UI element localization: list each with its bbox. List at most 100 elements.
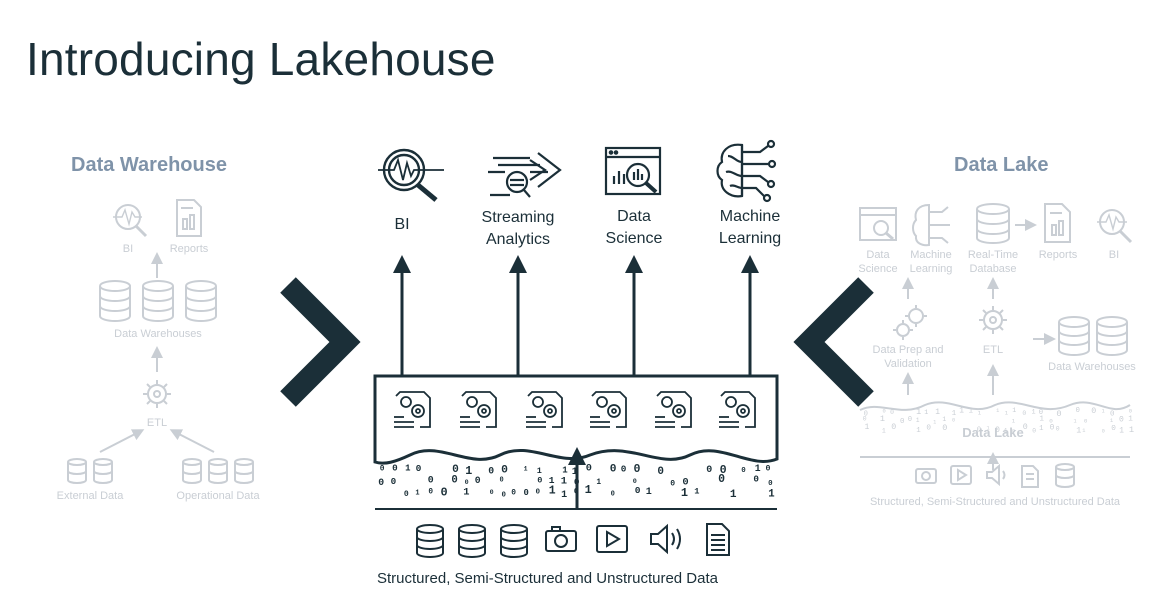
binary-digit: 1: [755, 463, 761, 474]
lakehouse-sources-label: Structured, Semi-Structured and Unstruct…: [377, 570, 718, 587]
database-icon: [142, 280, 174, 322]
binary-digit: 1: [865, 424, 870, 432]
binary-digit: 0: [1050, 424, 1055, 433]
video-icon: [950, 465, 972, 485]
binary-digit: 0: [1012, 428, 1015, 434]
use-ml-label: Machine Learning: [700, 206, 800, 250]
binary-digit: 0: [635, 485, 641, 496]
binary-digit: 0: [610, 464, 617, 476]
binary-digit: 1: [916, 417, 920, 424]
binary-digit: 1: [935, 408, 940, 417]
binary-digit: 1: [1119, 426, 1124, 435]
binary-digit: 0: [451, 475, 457, 487]
camera-icon: [915, 468, 937, 484]
binary-digit: 0: [766, 464, 771, 473]
data-science-icon: [859, 207, 897, 241]
binary-digit: 0: [392, 462, 398, 473]
binary-digit: 1: [1012, 418, 1016, 425]
binary-digit: 1: [585, 483, 592, 497]
binary-digit: 1: [942, 416, 946, 423]
database-icon: [208, 458, 228, 484]
lake-inner-label: Data Lake: [962, 425, 1024, 440]
database-icon: [416, 524, 444, 558]
binary-digit: 0: [1076, 407, 1080, 415]
database-icon: [182, 458, 202, 484]
binary-digit: 0: [441, 486, 448, 500]
database-icon: [1096, 316, 1128, 356]
binary-digit: 1: [996, 408, 999, 414]
lake-dw-label: Data Warehouses: [1048, 361, 1136, 373]
binary-digit: 1: [405, 464, 411, 474]
binary-digit: 1: [694, 487, 699, 497]
binary-digit: 1: [1032, 409, 1036, 417]
use-ml-line2: Learning: [718, 230, 782, 247]
binary-digit: 0: [1022, 410, 1026, 417]
binary-digit: 1: [880, 414, 885, 424]
binary-digit: 1: [1082, 428, 1085, 434]
gear-icon: [460, 391, 497, 428]
lake-ds-label-2: Science: [858, 263, 898, 275]
binary-digit: 1: [969, 407, 974, 415]
lakehouse-box: [373, 374, 779, 465]
use-bi-line1: BI: [394, 216, 410, 233]
database-icon: [976, 203, 1010, 244]
binary-digit: 0: [1129, 408, 1132, 415]
binary-digit: 0: [633, 478, 637, 486]
binary-digit: 1: [561, 476, 567, 488]
binary-digit: 0: [428, 489, 433, 497]
lake-prep-label-1: Data Prep and: [872, 344, 944, 356]
warehouse-heading: Data Warehouse: [71, 154, 227, 176]
binary-digit: 0: [511, 489, 516, 498]
binary-digit: 0: [753, 474, 759, 485]
binary-digit: 0: [891, 423, 896, 432]
use-arrows: [393, 255, 759, 376]
binary-digit: 0: [1039, 409, 1043, 417]
document-icon: [1021, 465, 1039, 488]
binary-digit: 0: [621, 464, 627, 475]
binary-digit: 0: [416, 463, 422, 474]
binary-digit: 0: [452, 464, 459, 476]
audio-icon: [650, 523, 681, 555]
database-icon: [93, 458, 113, 484]
binary-digit: 0: [1119, 415, 1124, 424]
audio-icon: [986, 463, 1006, 487]
binary-digit: 0: [524, 488, 529, 498]
binary-digit: 0: [864, 411, 868, 419]
binary-digit: 1: [882, 428, 886, 435]
binary-digit: 0: [942, 423, 947, 433]
gear-icon: [143, 380, 171, 408]
binary-digit: 0: [488, 466, 494, 477]
lake-rtdb-label-2: Database: [969, 263, 1017, 275]
binary-digit: 0: [952, 417, 955, 423]
binary-digit: 1: [549, 475, 555, 486]
warehouse-operational-label: Operational Data: [176, 490, 260, 502]
gear-icon: [979, 306, 1007, 334]
binary-digit: 0: [720, 463, 727, 477]
binary-digit: 1: [465, 464, 472, 478]
binary-digit: 0: [1056, 426, 1060, 433]
binary-digit: 1: [1129, 425, 1134, 435]
document-icon: [706, 523, 730, 556]
binary-digit: 0: [995, 426, 1000, 435]
binary-digit: 1: [916, 407, 921, 417]
database-icon: [1058, 316, 1090, 356]
gear-icon: [590, 391, 627, 428]
binary-digit: 0: [706, 465, 712, 476]
warehouse-graphics: [67, 199, 254, 484]
gear-icon: [655, 391, 692, 428]
bi-icon: [113, 204, 148, 238]
use-streaming-line1: Streaming: [481, 209, 555, 226]
binary-digit: 1: [730, 489, 737, 501]
reports-icon: [1044, 203, 1071, 243]
binary-digit: 0: [718, 473, 725, 486]
binary-digit: 0: [900, 418, 904, 426]
machine-learning-icon: [912, 203, 950, 247]
page-title: Introducing Lakehouse: [26, 33, 496, 85]
chevron-left-icon: [793, 277, 874, 407]
binary-digit: 0: [391, 476, 397, 487]
lake-rtdb-label-1: Real-Time: [967, 249, 1019, 261]
use-ml-line1: Machine: [719, 208, 781, 225]
binary-digit: 1: [959, 406, 964, 415]
binary-digit: 1: [952, 410, 957, 418]
